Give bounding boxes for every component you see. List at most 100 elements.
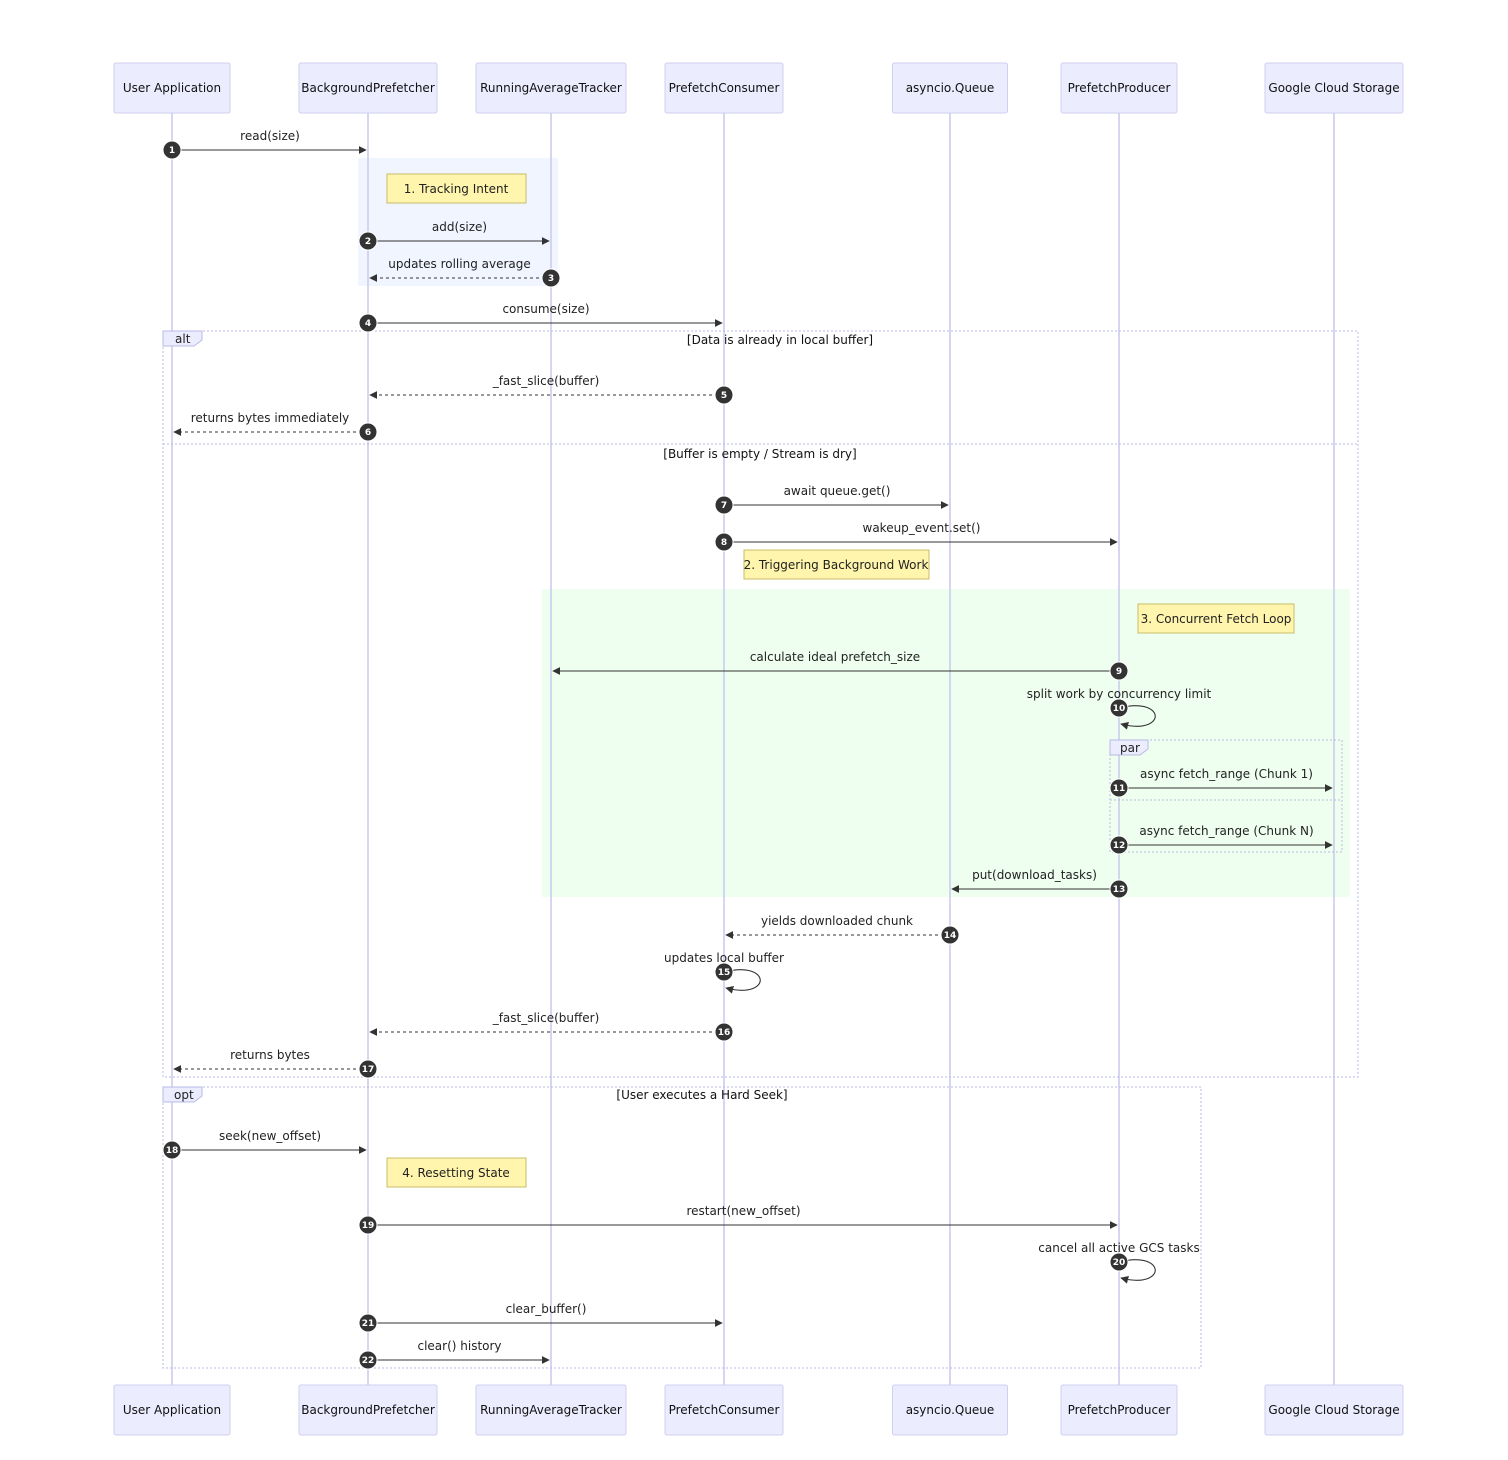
message-label: async fetch_range (Chunk 1) [1140, 767, 1313, 781]
message-label: updates rolling average [388, 257, 531, 271]
note-tracking-intent: 1. Tracking Intent [386, 173, 527, 204]
step-number: 14 [944, 931, 957, 941]
step-number: 12 [1113, 841, 1126, 851]
step-number: 13 [1113, 885, 1126, 895]
message-label: _fast_slice(buffer) [492, 374, 600, 388]
frame-par: par [1109, 739, 1343, 853]
step-badge [714, 532, 734, 552]
step-number: 18 [166, 1146, 179, 1156]
step-badge [358, 1350, 378, 1370]
step-badge [162, 1140, 182, 1160]
message-19: restart(new_offset) 19 [358, 1204, 1118, 1235]
message-label: yields downloaded chunk [761, 914, 913, 928]
note-resetting-state: 4. Resetting State [386, 1157, 527, 1188]
actor-runningaveragetracker-top: RunningAverageTracker [475, 62, 627, 114]
actor-google-cloud-storage-top: Google Cloud Storage [1264, 62, 1404, 114]
message-12: async fetch_range (Chunk N)12 [1109, 824, 1333, 855]
step-number: 7 [721, 501, 727, 511]
step-number: 1 [169, 146, 175, 156]
step-badge [358, 1059, 378, 1079]
message-16: _fast_slice(buffer) 16 [369, 1011, 734, 1042]
step-badge [1109, 661, 1129, 681]
message-label: returns bytes immediately [191, 411, 350, 425]
message-label: read(size) [240, 129, 300, 143]
actor-backgroundprefetcher-bottom: BackgroundPrefetcher [298, 1384, 438, 1436]
actor-runningaveragetracker-bottom: RunningAverageTracker [475, 1384, 627, 1436]
actor-label: RunningAverageTracker [480, 81, 622, 95]
step-number: 2 [365, 237, 371, 247]
note-tracking-intent-text: 1. Tracking Intent [404, 182, 509, 196]
actor-backgroundprefetcher-top: BackgroundPrefetcher [298, 62, 438, 114]
step-badge [714, 495, 734, 515]
step-badge [1109, 1252, 1129, 1272]
step-number: 17 [362, 1065, 375, 1075]
actor-label: PrefetchProducer [1068, 81, 1171, 95]
message-21: clear_buffer()21 [358, 1302, 723, 1333]
actor-label: BackgroundPrefetcher [301, 81, 435, 95]
step-badge [714, 1022, 734, 1042]
step-number: 3 [548, 274, 554, 284]
message-3: updates rolling average 3 [369, 257, 561, 288]
message-label: await queue.get() [784, 484, 891, 498]
actor-label: PrefetchProducer [1068, 1403, 1171, 1417]
actor-label: Google Cloud Storage [1268, 1403, 1399, 1417]
message-label: restart(new_offset) [686, 1204, 800, 1218]
step-badge [1109, 879, 1129, 899]
message-17: returns bytes 17 [173, 1048, 378, 1079]
message-label: consume(size) [502, 302, 589, 316]
actor-label: PrefetchConsumer [669, 81, 780, 95]
message-2: add(size) 2 [358, 220, 550, 251]
step-number: 11 [1113, 784, 1126, 794]
step-number: 4 [365, 319, 371, 329]
note-triggering-background-work: 2. Triggering Background Work [743, 549, 930, 580]
message-20: cancel all active GCS tasks 20 [1038, 1241, 1200, 1284]
step-number: 9 [1116, 667, 1122, 677]
actor-label: asyncio.Queue [906, 1403, 995, 1417]
actor-prefetchproducer-top: PrefetchProducer [1060, 62, 1178, 114]
actor-label: User Application [123, 1403, 221, 1417]
step-badge [541, 268, 561, 288]
step-number: 16 [718, 1028, 731, 1038]
message-self-arrow [1118, 705, 1156, 730]
message-4: consume(size) 4 [358, 302, 723, 333]
step-number: 20 [1113, 1258, 1126, 1268]
message-label: calculate ideal prefetch_size [750, 650, 920, 664]
actor-label: BackgroundPrefetcher [301, 1403, 435, 1417]
message-label: add(size) [432, 220, 487, 234]
region-concurrent-fetch [542, 589, 1350, 897]
step-number: 19 [362, 1221, 375, 1231]
frame-alt-condition-2: [Buffer is empty / Stream is dry] [663, 447, 856, 461]
message-label: seek(new_offset) [219, 1129, 321, 1143]
actor-label: asyncio.Queue [906, 81, 995, 95]
step-number: 10 [1113, 704, 1126, 714]
actor-google-cloud-storage-bottom: Google Cloud Storage [1264, 1384, 1404, 1436]
note-triggering-background-work-text: 2. Triggering Background Work [744, 558, 929, 572]
actor-prefetchconsumer-top: PrefetchConsumer [664, 62, 784, 114]
actor-prefetchproducer-bottom: PrefetchProducer [1060, 1384, 1178, 1436]
step-badge [714, 962, 734, 982]
message-label: returns bytes [230, 1048, 310, 1062]
message-label: put(download_tasks) [972, 868, 1097, 882]
message-self-arrow [723, 969, 761, 994]
step-badge [358, 313, 378, 333]
actor-asyncio-queue-bottom: asyncio.Queue [892, 1384, 1008, 1436]
message-label: cancel all active GCS tasks [1038, 1241, 1199, 1255]
actor-label: RunningAverageTracker [480, 1403, 622, 1417]
frame-alt-condition-1: [Data is already in local buffer] [687, 333, 873, 347]
message-label: wakeup_event.set() [863, 521, 981, 535]
actor-user-application-bottom: User Application [113, 1384, 231, 1436]
frame-opt-condition: [User executes a Hard Seek] [616, 1088, 787, 1102]
step-badge [940, 925, 960, 945]
note-resetting-state-text: 4. Resetting State [402, 1166, 510, 1180]
message-9: calculate ideal prefetch_size 9 [552, 650, 1129, 681]
message-label: updates local buffer [664, 951, 784, 965]
message-label: _fast_slice(buffer) [492, 1011, 600, 1025]
frame-opt: opt [User executes a Hard Seek] [162, 1086, 1202, 1369]
note-concurrent-fetch-loop: 3. Concurrent Fetch Loop [1137, 603, 1295, 634]
step-badge [1109, 698, 1129, 718]
step-badge [1109, 835, 1129, 855]
